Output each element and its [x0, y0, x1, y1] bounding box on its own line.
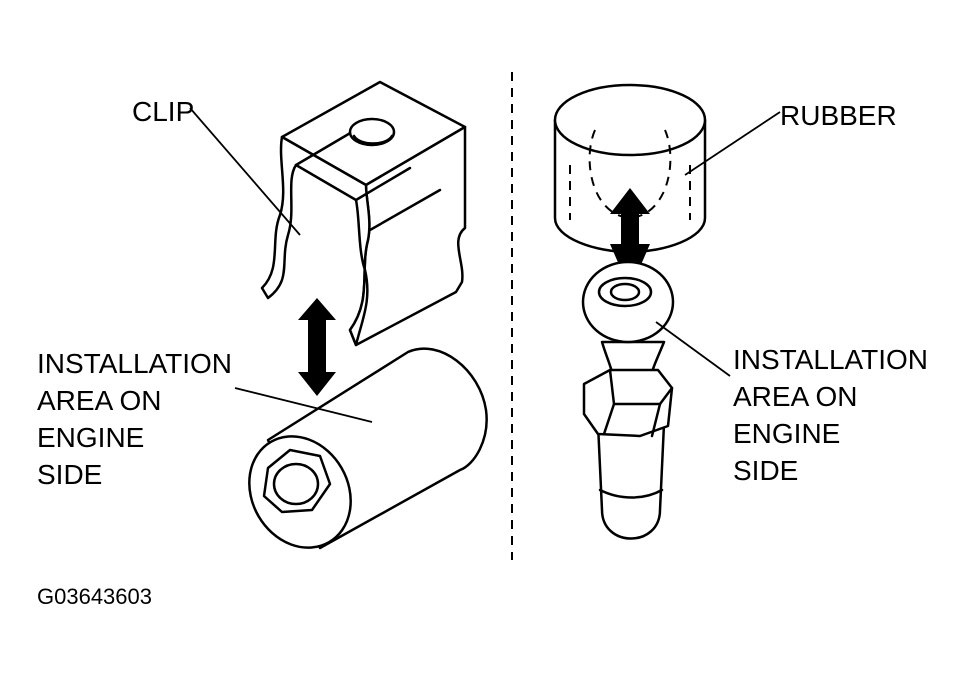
clip-illustration: [260, 80, 467, 347]
install-left-line-4: SIDE: [37, 459, 103, 490]
rubber-leader: [684, 111, 781, 176]
install-area-left-label: INSTALLATION AREA ON ENGINE SIDE: [37, 345, 232, 493]
clip-leader: [189, 107, 301, 236]
install-right-leader: [655, 321, 731, 377]
install-right-line-1: INSTALLATION: [733, 344, 929, 375]
cylinder-illustration: [248, 347, 488, 550]
rubber-label: RUBBER: [780, 100, 897, 131]
install-right-line-4: SIDE: [733, 455, 799, 486]
ball-stud-illustration: [581, 260, 675, 540]
install-right-line-3: ENGINE: [733, 418, 841, 449]
clip-install-arrow: [298, 298, 336, 396]
install-left-leader: [234, 387, 373, 423]
rubber-illustration: [553, 83, 707, 254]
install-area-right-label: INSTALLATION AREA ON ENGINE SIDE: [733, 341, 928, 489]
install-left-line-3: ENGINE: [37, 422, 145, 453]
install-left-line-1: INSTALLATION: [37, 348, 233, 379]
install-right-line-2: AREA ON: [733, 381, 858, 412]
clip-label: CLIP: [132, 96, 195, 127]
install-left-line-2: AREA ON: [37, 385, 162, 416]
figure-id: G03643603: [37, 584, 152, 609]
